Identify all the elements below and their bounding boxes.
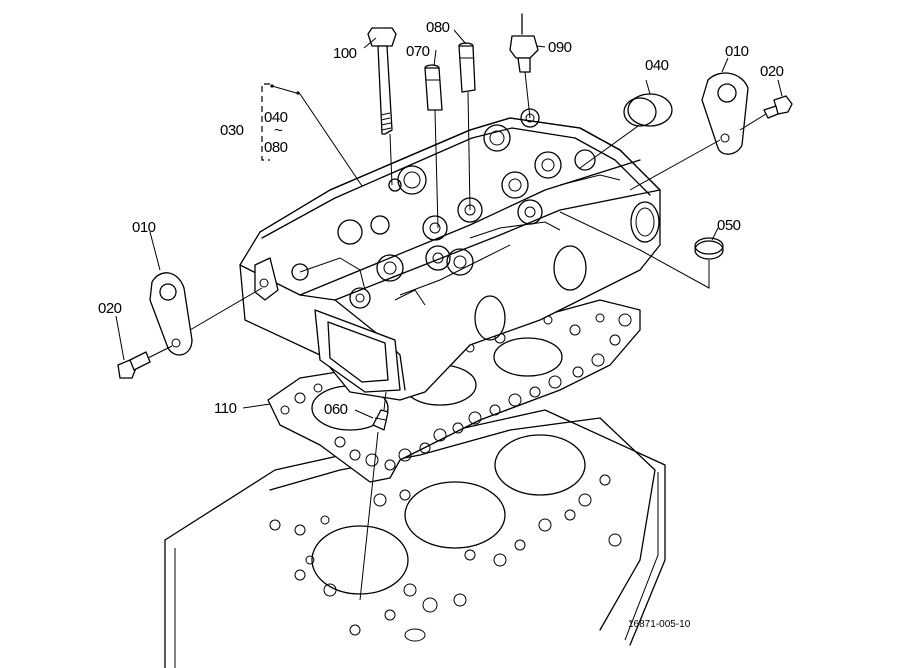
bracket-bolt-left	[117, 345, 173, 379]
callout-050: 050	[717, 217, 741, 234]
callout-030: 030	[220, 122, 244, 139]
callout-090: 090	[548, 39, 572, 56]
lifting-bracket-left	[149, 272, 263, 356]
small-plug	[559, 211, 724, 289]
callout-100: 100	[333, 45, 357, 62]
callout-010-left: 010	[132, 219, 156, 236]
temperature-sensor	[509, 13, 539, 119]
callout-040-group: 040	[264, 109, 288, 126]
callout-020-right: 020	[760, 63, 784, 80]
callout-040-top: 040	[645, 57, 669, 74]
callout-020-left: 020	[98, 300, 122, 317]
head-bolt	[367, 27, 397, 186]
callout-tilde: ~	[274, 122, 283, 139]
callout-080-top: 080	[426, 19, 450, 36]
callout-080-group: 080	[264, 139, 288, 156]
stud	[359, 391, 389, 601]
callout-060: 060	[324, 401, 348, 418]
callout-070: 070	[406, 43, 430, 60]
callout-labels: 100 070 080 090 040 010 020 030 040 ~ 08…	[98, 19, 784, 630]
callout-010-right: 010	[725, 43, 749, 60]
bracket-bolt-right	[739, 95, 793, 131]
group-bracket-030	[261, 83, 363, 187]
valve-guide-2	[458, 42, 476, 211]
lifting-bracket-right	[629, 72, 749, 191]
valve-guide	[424, 64, 443, 229]
callout-110: 110	[214, 400, 237, 417]
cylinder-head	[239, 108, 661, 401]
figure-number: 16871-005-10	[628, 619, 691, 630]
leader-lines	[115, 29, 783, 419]
